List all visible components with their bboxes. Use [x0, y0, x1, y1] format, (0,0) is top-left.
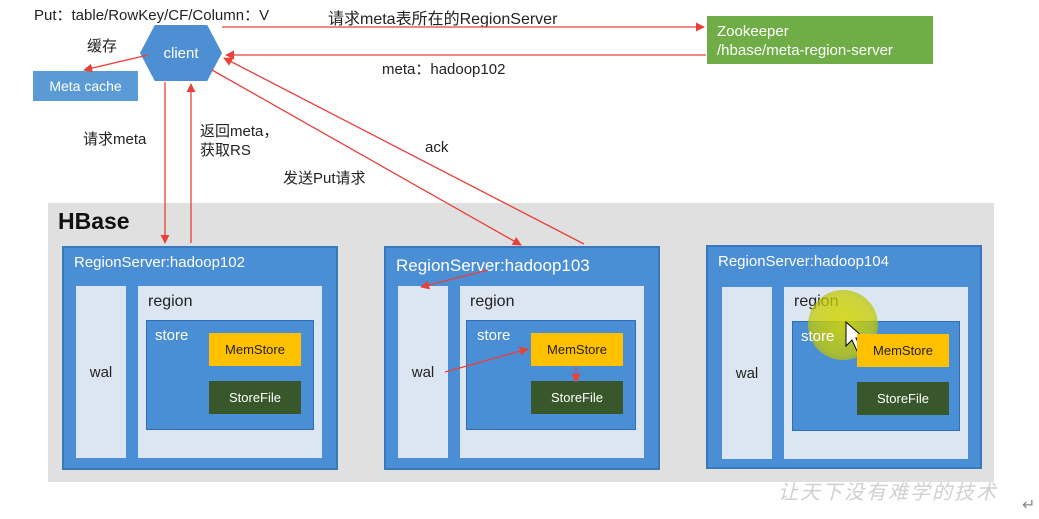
storefile-box: StoreFile	[857, 382, 949, 415]
arrow-wal-to-memstore	[444, 346, 529, 373]
request-meta-label: 请求meta	[83, 131, 147, 148]
regionserver-hadoop102: RegionServer:hadoop102 wal region store …	[62, 246, 338, 470]
store-title: store	[801, 328, 835, 345]
watermark: 让天下没有难学的技术	[778, 480, 998, 504]
region-title: region	[470, 293, 515, 310]
request-meta-server-label: 请求meta表所在的RegionServer	[328, 11, 558, 28]
arrow-send-put	[211, 69, 522, 246]
storefile-box: StoreFile	[209, 381, 301, 414]
wal-box: wal	[76, 286, 126, 458]
regionserver-title: RegionServer:hadoop103	[396, 256, 590, 275]
store-box: store MemStore StoreFile	[466, 320, 636, 430]
meta-reply-label: meta：hadoop102	[382, 61, 506, 78]
return-meta-line1: 返回meta，	[200, 123, 279, 140]
zookeeper-title: Zookeeper	[717, 23, 789, 40]
return-meta-line2: 获取RS	[200, 142, 251, 159]
arrow-to-wal	[420, 269, 489, 290]
ack-label: ack	[425, 139, 449, 156]
put-label: Put：table/RowKey/CF/Column：V	[34, 7, 270, 24]
wal-box: wal	[722, 287, 772, 459]
memstore-box: MemStore	[209, 333, 301, 366]
zookeeper-path: /hbase/meta-region-server	[717, 42, 893, 59]
regionserver-title: RegionServer:hadoop102	[74, 254, 245, 271]
store-box: store MemStore StoreFile	[792, 321, 960, 431]
memstore-box: MemStore	[857, 334, 949, 367]
hbase-title: HBase	[58, 208, 130, 234]
cache-label: 缓存	[87, 38, 118, 55]
storefile-box: StoreFile	[531, 381, 623, 414]
return-symbol-icon: ↵	[1022, 497, 1036, 514]
zookeeper-box: Zookeeper /hbase/meta-region-server	[707, 16, 933, 64]
memstore-box: MemStore	[531, 333, 623, 366]
arrow-client-to-metacache	[83, 54, 149, 73]
store-title: store	[155, 327, 189, 344]
client-node: client	[140, 25, 222, 81]
regionserver-title: RegionServer:hadoop104	[718, 253, 889, 270]
regionserver-hadoop103: RegionServer:hadoop103 wal region store …	[384, 246, 660, 470]
arrow-ack	[223, 57, 585, 245]
return-meta-label: 返回meta， 获取RS	[200, 122, 278, 160]
wal-box: wal	[398, 286, 448, 458]
store-title: store	[477, 327, 511, 344]
region-box: region store MemStore StoreFile	[460, 286, 644, 458]
meta-cache-box: Meta cache	[33, 71, 138, 101]
region-title: region	[148, 293, 193, 310]
send-put-label: 发送Put请求	[283, 170, 366, 187]
region-box: region store MemStore StoreFile	[138, 286, 322, 458]
store-box: store MemStore StoreFile	[146, 320, 314, 430]
